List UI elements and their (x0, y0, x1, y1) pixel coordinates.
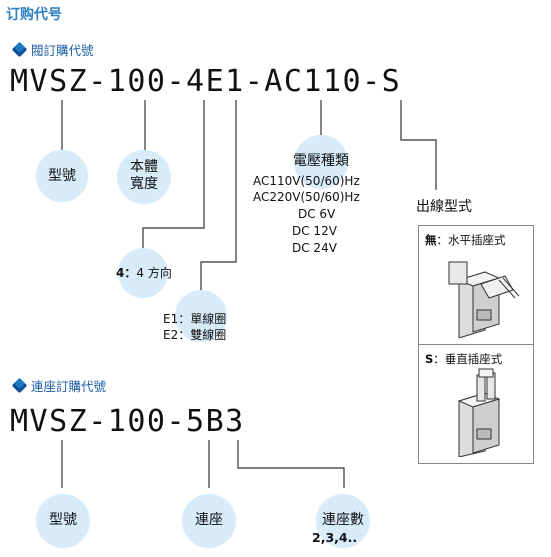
label-count-values: 2,3,4.. (312, 530, 358, 545)
cube-icon (11, 377, 28, 394)
bubble-model-2 (36, 494, 90, 548)
label-wire-title: 出線型式 (416, 199, 472, 215)
label-width-line1: 本體 (130, 159, 158, 175)
bubble-width (117, 150, 171, 204)
wire-panel-vertical-code: S (425, 352, 434, 366)
page-title: 订购代号 (6, 7, 62, 23)
section-heading-valve: 閥訂購代號 (11, 40, 94, 59)
valve-order-code: MVSZ-100-4E1-AC110-S (10, 64, 402, 99)
label-base: 連座 (195, 512, 223, 528)
base-order-code: MVSZ-100-5B3 (10, 404, 245, 439)
horizontal-socket-valve-icon (448, 261, 520, 338)
label-width: 本體 寬度 (117, 159, 171, 193)
bubble-model (36, 150, 88, 202)
line-wire (400, 100, 437, 190)
direction-sep: ： (124, 266, 137, 280)
wire-panel-vertical: S：垂直插座式 (418, 344, 534, 464)
wire-panel-vertical-title: S：垂直插座式 (425, 351, 502, 367)
wire-panel-horizontal-title: 無：水平插座式 (425, 232, 506, 248)
wire-panel-vertical-text: 垂直插座式 (444, 352, 503, 366)
voltage-3: DC 6V (298, 207, 336, 221)
line-direction (142, 100, 205, 248)
direction-text: 4 方向 (136, 266, 172, 280)
wire-panel-horizontal-text: 水平插座式 (448, 233, 506, 247)
line-count-2 (237, 440, 345, 488)
section-heading-valve-text: 閥訂購代號 (31, 43, 94, 58)
voltage-1: AC110V(50/60)Hz (253, 174, 360, 188)
label-model: 型號 (48, 168, 76, 184)
label-direction: 4：4 方向 (116, 266, 172, 280)
section-heading-base: 連座訂購代號 (11, 376, 107, 395)
bubble-count (316, 494, 370, 548)
label-count-title: 連座數 (322, 512, 364, 528)
label-voltage-title: 電壓種類 (293, 153, 349, 169)
bubble-coil (175, 290, 227, 342)
label-coil-e2: E2：雙線圈 (163, 328, 227, 342)
voltage-5: DC 24V (292, 241, 337, 255)
wire-panel-vertical-sep: ： (433, 352, 445, 366)
voltage-4: DC 12V (292, 224, 337, 238)
bubble-voltage (294, 135, 348, 189)
direction-prefix: 4 (116, 266, 125, 280)
bubble-base (182, 494, 236, 548)
vertical-socket-valve-icon (457, 368, 501, 457)
label-width-line2: 寬度 (130, 176, 158, 192)
bubble-direction (118, 248, 168, 298)
wire-panel-horizontal-sep: ： (436, 233, 449, 247)
wire-panel-horizontal: 無：水平插座式 (418, 225, 534, 345)
section-heading-base-text: 連座訂購代號 (31, 379, 107, 394)
line-coil (200, 100, 237, 290)
voltage-2: AC220V(50/60)Hz (253, 190, 360, 204)
label-coil-e1: E1：單線圈 (163, 312, 227, 326)
wire-panel-horizontal-code: 無 (425, 233, 437, 247)
label-model-2: 型號 (49, 512, 77, 528)
